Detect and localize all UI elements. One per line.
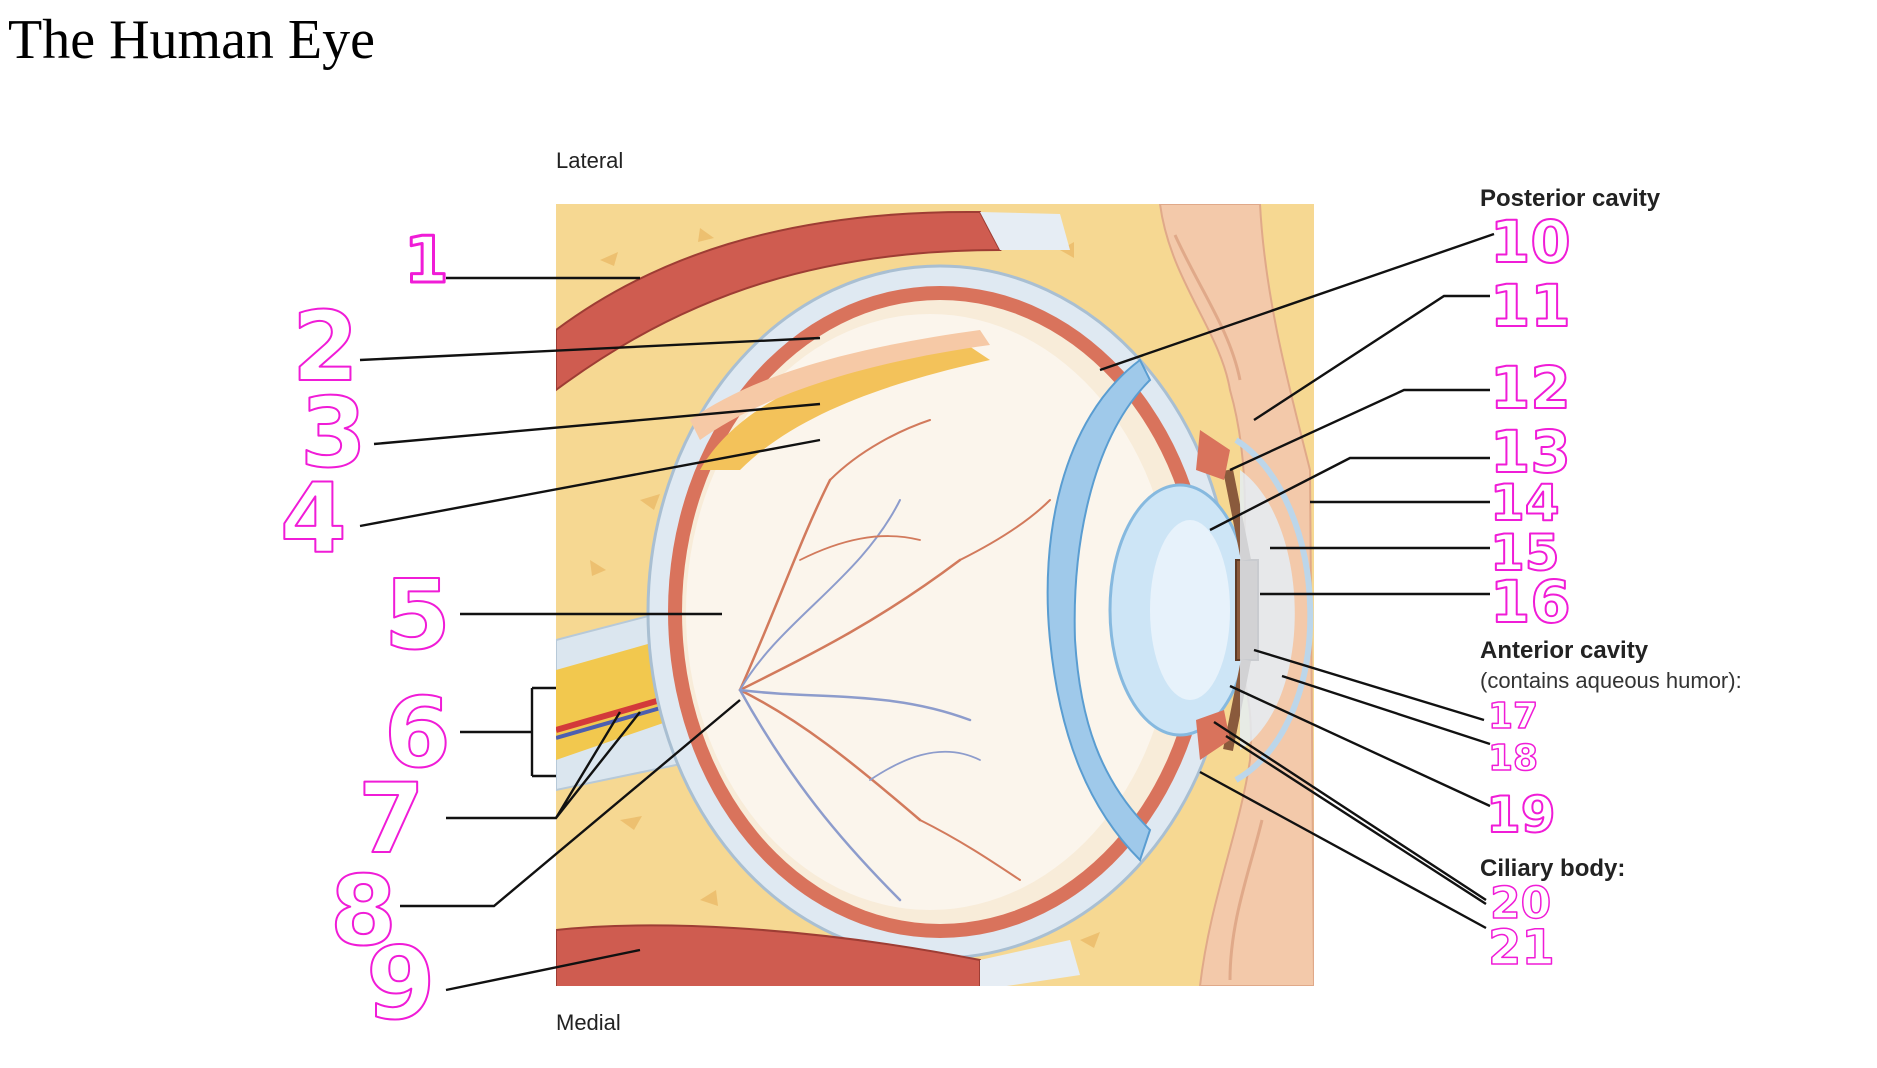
ciliary-body-label: Ciliary body: [1480, 855, 1625, 882]
number-5: 5 [384, 559, 451, 671]
leader-20 [1213, 720, 1487, 906]
number-14: 14 [1490, 474, 1560, 532]
lateral-label: Lateral [556, 148, 623, 173]
medial-label: Medial [556, 1010, 621, 1035]
leader-21 [1199, 770, 1487, 930]
number-1: 1 [404, 224, 449, 298]
leader-13 [1209, 456, 1490, 532]
number-17: 17 [1488, 696, 1538, 737]
cornea [1234, 437, 1314, 783]
number-15: 15 [1490, 524, 1560, 582]
leader-8 [400, 699, 741, 908]
number-21: 21 [1488, 920, 1555, 976]
anterior-cavity-label: Anterior cavity [1480, 637, 1649, 664]
leader-2 [359, 336, 821, 362]
retinal-vessels [738, 419, 1051, 902]
number-3: 3 [300, 377, 367, 489]
leader-18 [1281, 674, 1491, 746]
leader-4 [359, 438, 821, 528]
ciliary-zonule [1046, 358, 1152, 862]
number-6: 6 [384, 677, 451, 789]
ciliary-process-upper [1196, 430, 1230, 480]
leader-lines [359, 232, 1495, 992]
number-8: 8 [330, 855, 397, 967]
number-7: 7 [358, 763, 425, 875]
leader-19 [1229, 684, 1491, 808]
number-10: 10 [1490, 208, 1571, 276]
anterior-cavity-note: (contains aqueous humor): [1480, 668, 1742, 693]
leader-7 [446, 711, 641, 820]
vitreous-body [686, 314, 1174, 910]
leader-17 [1253, 648, 1485, 722]
number-2: 2 [292, 291, 359, 403]
page-title: The Human Eye [8, 9, 375, 71]
handwritten-numbers: 1 2 3 4 5 6 7 8 9 10 11 12 13 14 15 16 1… [279, 207, 1572, 1043]
number-19: 19 [1486, 786, 1556, 844]
leader-3 [373, 402, 821, 446]
number-9: 9 [366, 925, 436, 1042]
number-16: 16 [1490, 568, 1571, 636]
eye-illustration [556, 204, 1314, 986]
number-18: 18 [1488, 738, 1538, 779]
leader-11 [1253, 294, 1490, 422]
number-4: 4 [280, 463, 347, 575]
posterior-cavity-label: Posterior cavity [1480, 185, 1661, 212]
number-11: 11 [1490, 272, 1571, 340]
leader-10 [1099, 232, 1495, 372]
number-13: 13 [1490, 418, 1571, 486]
number-20: 20 [1490, 878, 1551, 929]
number-12: 12 [1490, 354, 1571, 422]
leader-12 [1229, 388, 1490, 472]
ciliary-process-lower [1196, 710, 1230, 760]
inferior-muscle [556, 924, 981, 986]
leader-9 [445, 948, 641, 992]
superior-wedge [700, 340, 990, 470]
leader-6 [460, 686, 556, 778]
